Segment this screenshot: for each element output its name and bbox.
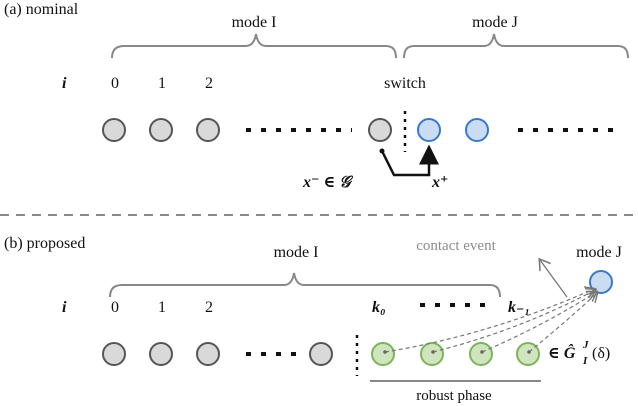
- index-symbol: i: [62, 299, 67, 316]
- state-node: [149, 118, 173, 142]
- set-label: ∈ Ĝ: [548, 343, 576, 362]
- panel-proposed: (b) proposed mode I contact event mode J…: [4, 235, 622, 404]
- robust-node: [420, 342, 444, 366]
- robust-node: [469, 342, 493, 366]
- transition-start-dot: [480, 350, 484, 354]
- switch-label: switch: [384, 75, 426, 92]
- mode-j-node: [417, 118, 441, 142]
- state-node: [102, 342, 126, 366]
- k-start-label: k₀: [372, 299, 386, 316]
- set-superscript: J: [582, 339, 589, 351]
- mode-i-label: mode I: [274, 244, 319, 261]
- mode-j-bracket: [403, 33, 629, 59]
- transition-arrow: [432, 290, 595, 353]
- transition-start-dot: [383, 350, 387, 354]
- state-node: [309, 342, 333, 366]
- post-state-label: x⁺: [431, 174, 448, 191]
- index-label: 0: [111, 75, 119, 92]
- state-node: [196, 342, 220, 366]
- mode-j-label: mode J: [472, 14, 518, 31]
- index-label: 2: [205, 299, 213, 316]
- k-end-label: k₋₁: [508, 299, 530, 316]
- contact-event-arrow: [540, 260, 568, 298]
- mode-i-bracket: [109, 272, 501, 298]
- pre-state-label: x⁻ ∈ 𝒢: [302, 174, 353, 191]
- set-subscript: I: [582, 355, 588, 367]
- state-node: [149, 342, 173, 366]
- state-node: [196, 118, 220, 142]
- guard-set-label: ∈ Ĝ J I (δ): [548, 339, 610, 367]
- mode-j-label: mode J: [576, 244, 622, 261]
- mode-j-node: [465, 118, 489, 142]
- transition-arrow: [481, 292, 596, 353]
- transition-start-dot: [527, 350, 531, 354]
- panel-nominal: (a) nominal mode I mode J i 0 1 2 switch…: [4, 1, 629, 191]
- set-argument: (δ): [592, 345, 610, 362]
- index-symbol: i: [62, 75, 67, 92]
- transition-arrows: [384, 289, 597, 353]
- mode-i-label: mode I: [232, 14, 277, 31]
- panel-b-label: (b) proposed: [4, 235, 85, 252]
- robust-node: [371, 342, 395, 366]
- index-label: 0: [111, 299, 119, 316]
- jump-arrow: [380, 144, 439, 177]
- index-label: 2: [205, 75, 213, 92]
- state-node: [368, 118, 392, 142]
- contact-event-label: contact event: [416, 238, 496, 254]
- index-label: 1: [158, 75, 166, 92]
- robust-phase-label: robust phase: [416, 388, 492, 404]
- panel-a-label: (a) nominal: [4, 1, 79, 18]
- index-label: 1: [158, 299, 166, 316]
- robust-node: [516, 342, 540, 366]
- state-node: [102, 118, 126, 142]
- mode-i-bracket: [111, 33, 397, 59]
- transition-start-dot: [431, 350, 435, 354]
- transition-arrow: [384, 289, 594, 353]
- transition-arrow: [528, 293, 597, 353]
